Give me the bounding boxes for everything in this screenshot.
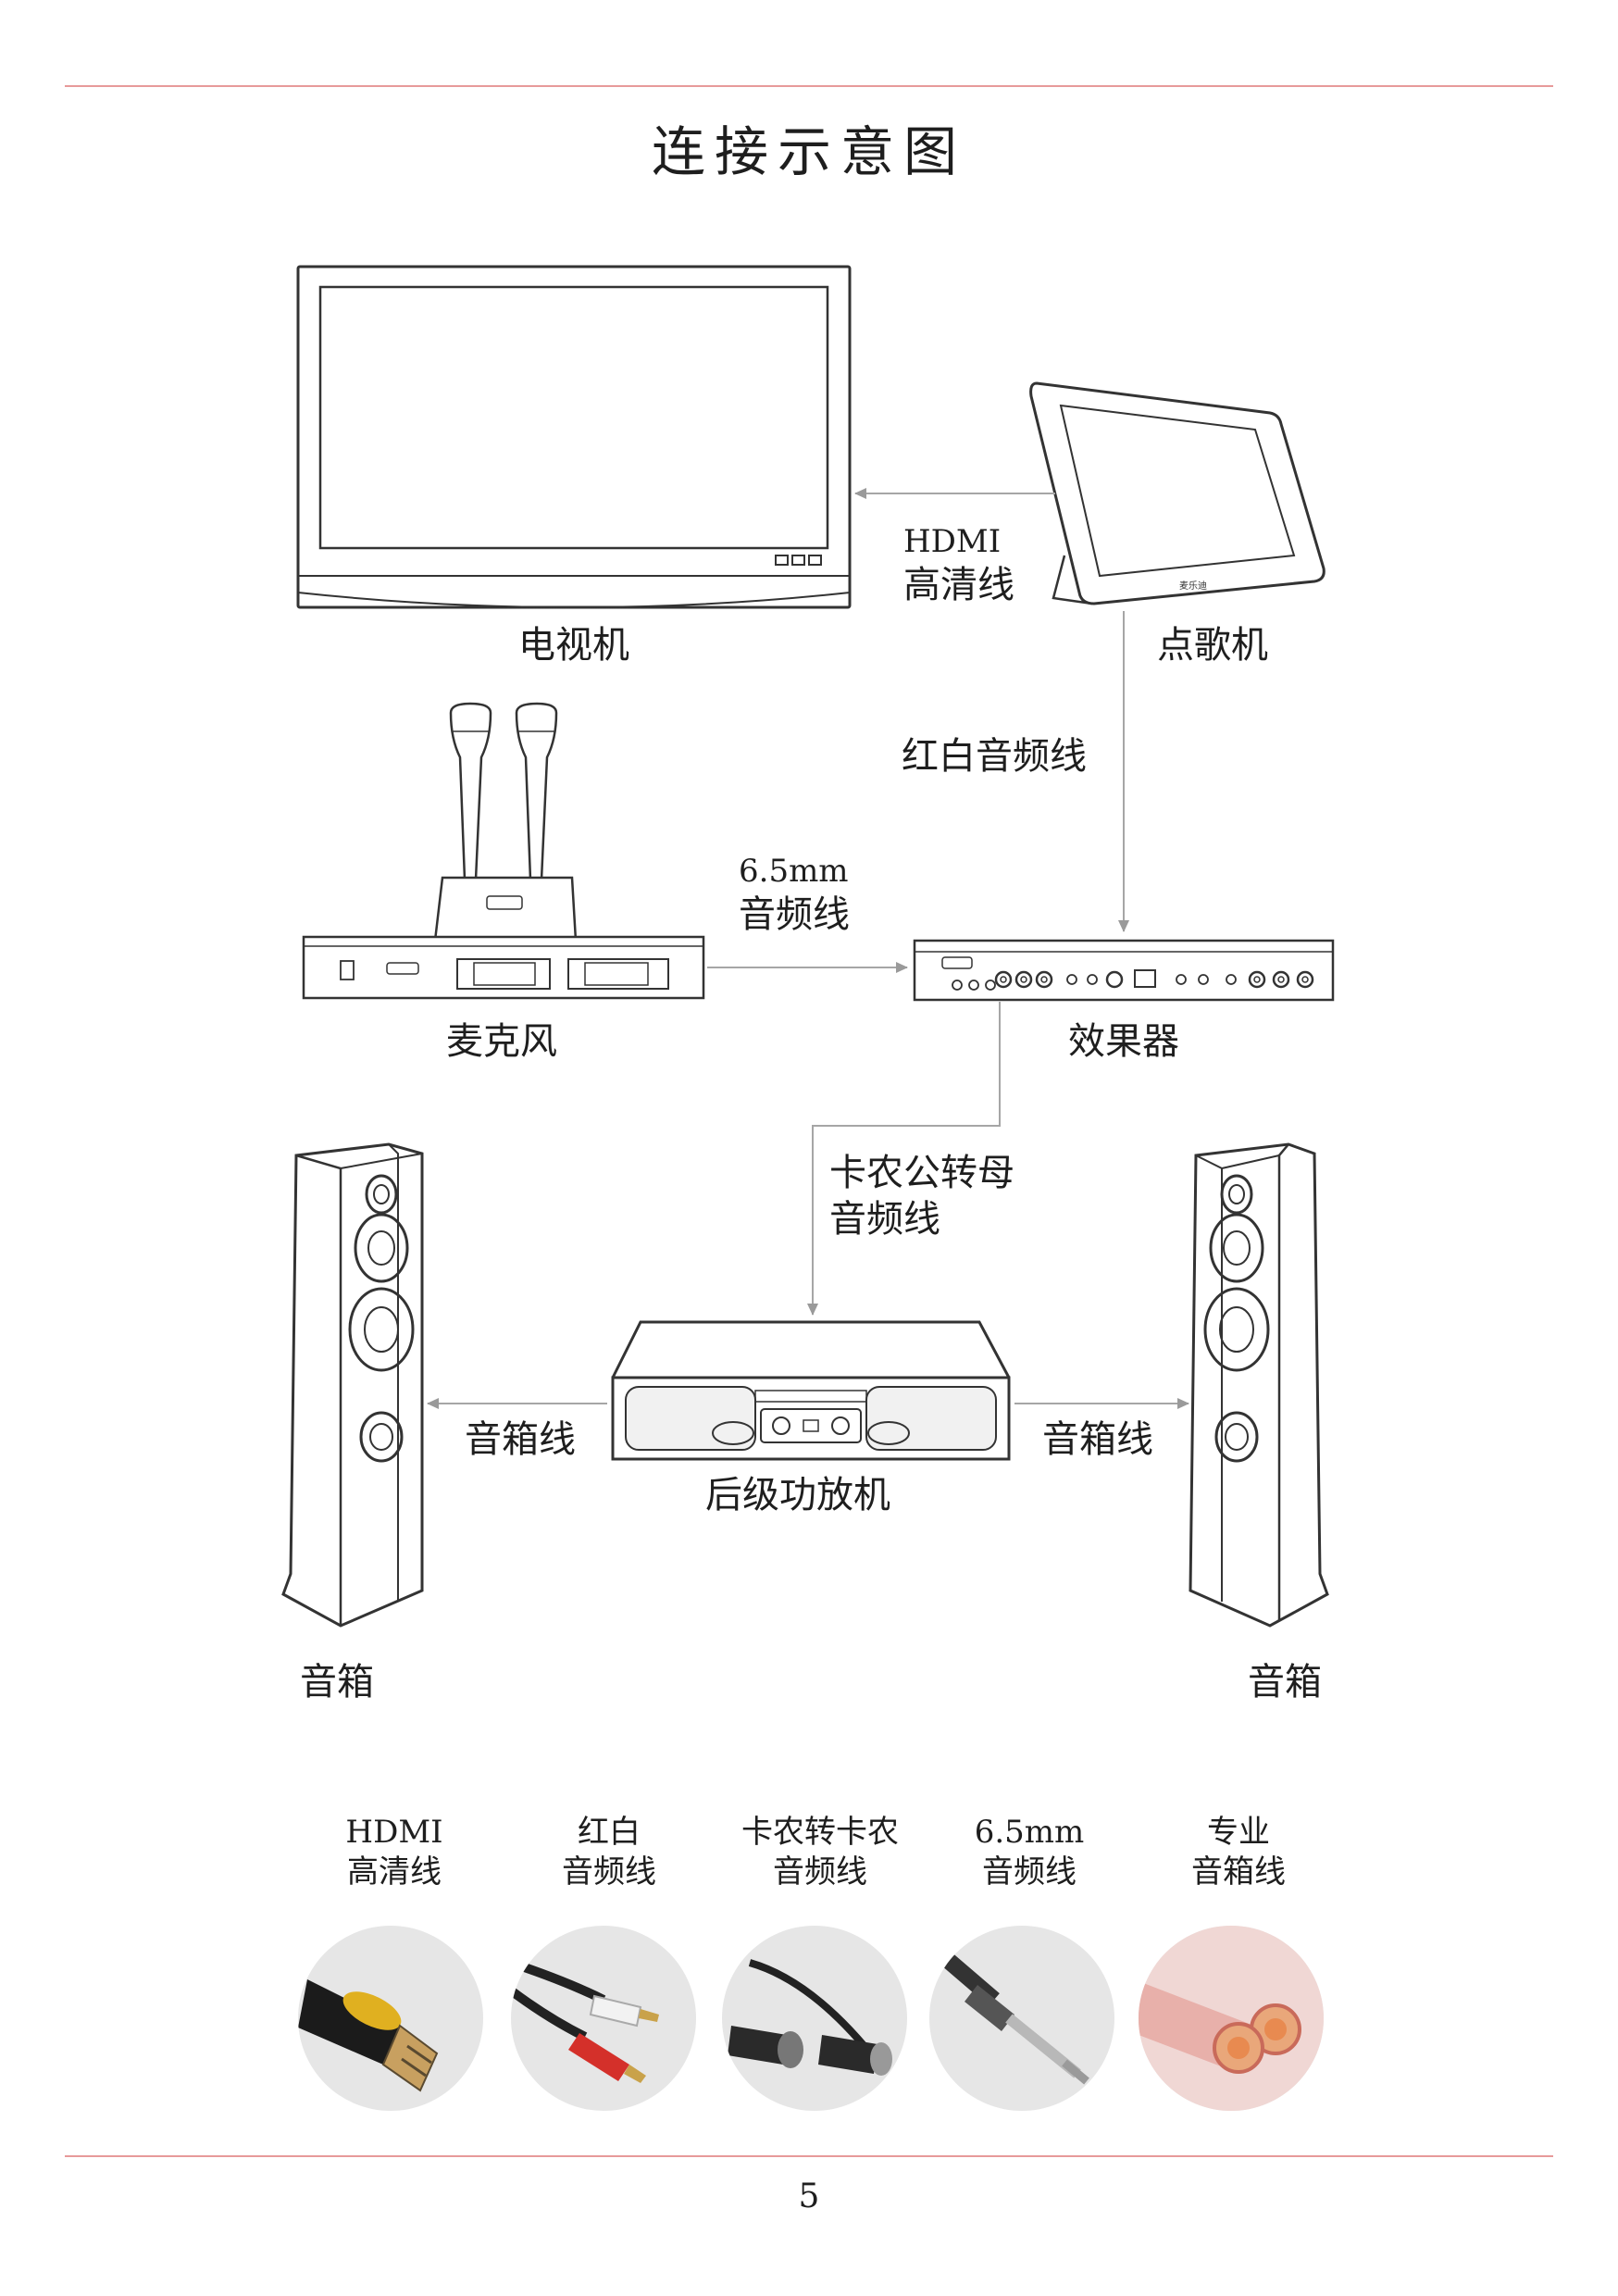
mic-illustration	[302, 702, 705, 1000]
jukebox-illustration: 麦乐迪	[1029, 381, 1326, 605]
left-speaker-illustration	[281, 1142, 424, 1628]
xlr-connection-label: 卡农公转母 音频线	[829, 1150, 1014, 1242]
page-title: 连接示意图	[651, 120, 966, 183]
rca-cable-icon	[511, 1926, 696, 2111]
xlr-label-line2: 音频线	[829, 1198, 940, 1241]
cable-caption-xlr: 卡农转卡农 音频线	[718, 1813, 922, 1891]
cable-caption-line2: 高清线	[347, 1853, 442, 1890]
amp-illustration	[611, 1320, 1011, 1461]
mic-label: 麦克风	[446, 1020, 557, 1063]
cable-caption-line1: 专业	[1207, 1814, 1270, 1851]
tv-label: 电视机	[518, 624, 629, 667]
cable-caption-rca: 红白 音频线	[507, 1813, 711, 1891]
left-speaker-label: 音箱	[300, 1661, 374, 1703]
hdmi-connection-label: HDMI 高清线	[903, 522, 1014, 608]
speaker-wire-icon	[1139, 1926, 1324, 2111]
right-speaker-illustration	[1189, 1142, 1329, 1628]
cable-caption-line1: 红白	[578, 1814, 641, 1851]
amp-label: 后级功放机	[705, 1474, 890, 1516]
cable-caption-line1: HDMI	[345, 1814, 443, 1851]
jukebox-label: 点歌机	[1157, 624, 1268, 667]
cable-caption-line2: 音频线	[982, 1853, 1077, 1890]
hdmi-cable-icon	[298, 1926, 483, 2111]
xlr-label-line1: 卡农公转母	[829, 1152, 1014, 1194]
cable-caption-line1: 6.5mm	[974, 1814, 1085, 1851]
hdmi-label-line1: HDMI	[903, 523, 1002, 560]
cable-caption-line2: 音频线	[562, 1853, 656, 1890]
cable-caption-hdmi: HDMI 高清线	[292, 1813, 496, 1891]
svg-text:麦乐迪: 麦乐迪	[1179, 580, 1207, 592]
bottom-rule	[65, 2155, 1553, 2157]
tv-illustration	[296, 265, 852, 609]
hdmi-label-line2: 高清线	[903, 563, 1014, 606]
cable-caption-line1: 卡农转卡农	[741, 1814, 899, 1851]
cable-caption-speaker-wire: 专业 音箱线	[1137, 1813, 1340, 1891]
xlr-cable-icon	[722, 1926, 907, 2111]
jack-cable-icon	[929, 1926, 1114, 2111]
jack-label-line2: 音频线	[739, 892, 850, 936]
rca-connection-label: 红白音频线	[902, 735, 1087, 778]
cable-caption-line2: 音频线	[773, 1853, 867, 1890]
top-rule	[65, 85, 1553, 87]
speaker-wire-right-label: 音箱线	[1042, 1418, 1153, 1461]
cable-caption-line2: 音箱线	[1191, 1853, 1286, 1890]
jack-connection-label: 6.5mm 音频线	[739, 852, 850, 938]
right-speaker-label: 音箱	[1248, 1661, 1322, 1703]
jack-label-line1: 6.5mm	[739, 853, 849, 890]
effector-illustration	[913, 939, 1335, 1002]
effector-label: 效果器	[1068, 1020, 1179, 1063]
cable-caption-jack: 6.5mm 音频线	[927, 1813, 1131, 1891]
connection-lines	[427, 488, 1189, 1409]
speaker-wire-left-label: 音箱线	[465, 1418, 576, 1461]
page-number: 5	[798, 2177, 820, 2215]
